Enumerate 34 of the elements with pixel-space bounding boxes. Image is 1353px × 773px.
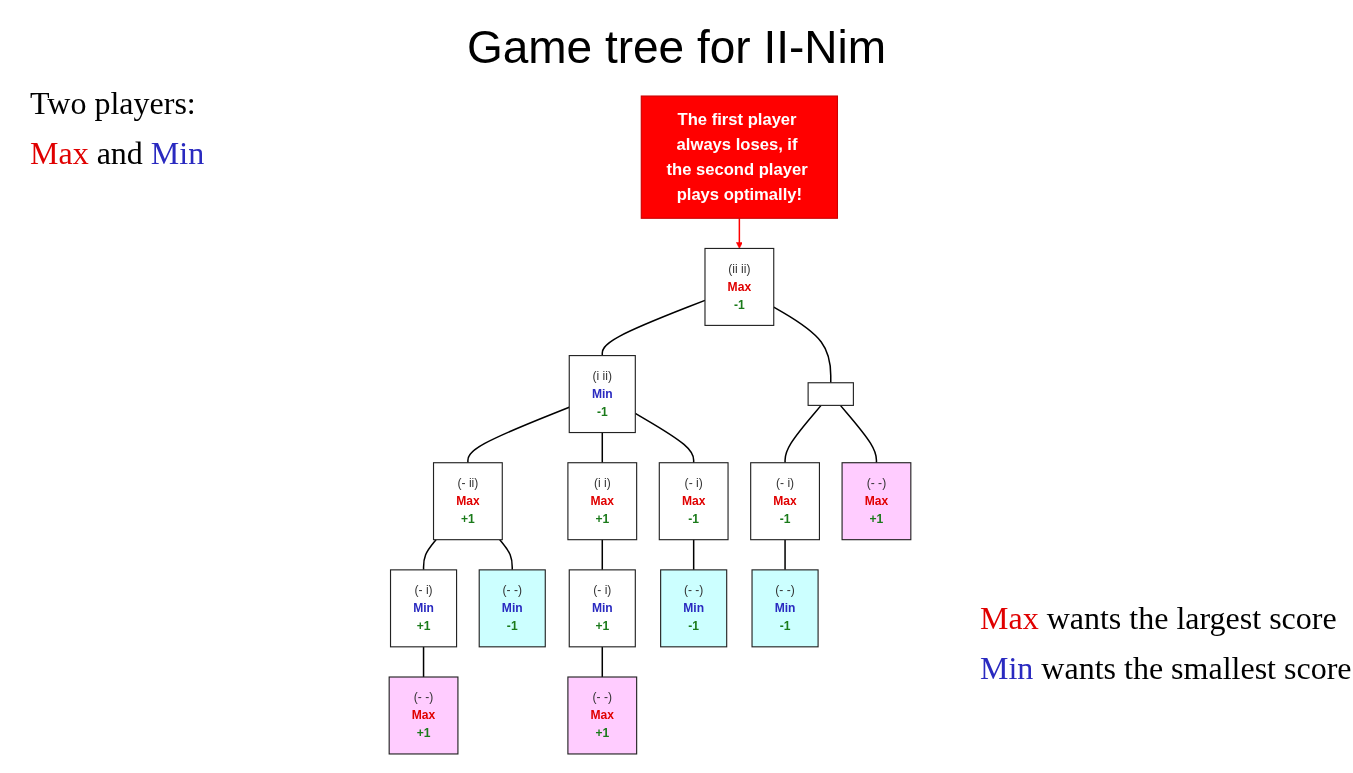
note-text: Min wants the smallest score xyxy=(980,650,1352,687)
connector xyxy=(499,538,513,571)
arrow xyxy=(736,217,743,249)
connector xyxy=(601,646,604,678)
node-box: (i i) Max +1 xyxy=(567,462,638,541)
node-box xyxy=(807,382,854,406)
node-box: (- ii) Max +1 xyxy=(432,462,503,541)
connector xyxy=(601,538,604,571)
node-box: (ii ii) Max -1 xyxy=(704,247,775,326)
connector xyxy=(784,538,786,571)
connector xyxy=(422,646,425,678)
node-box: (- -) Min -1 xyxy=(478,569,546,648)
connector xyxy=(601,431,604,464)
node-box: (- -) Min -1 xyxy=(660,569,728,648)
node-box: (- -) Min -1 xyxy=(751,569,819,648)
connector xyxy=(467,406,570,464)
connector xyxy=(784,404,822,464)
note-text: Max and Min xyxy=(30,135,205,172)
node-box: (i ii) Min -1 xyxy=(568,355,636,434)
title: Game tree for II-Nim xyxy=(465,20,888,74)
node-box: (- i) Min +1 xyxy=(389,569,458,648)
node-box: (- -) Max +1 xyxy=(841,462,912,541)
node-box: (- i) Max -1 xyxy=(658,462,729,541)
node-box: The first player always loses, if the second player plays optimally! xyxy=(640,95,838,219)
node-box: (- -) Max +1 xyxy=(388,676,459,755)
connector xyxy=(692,538,695,571)
connector xyxy=(773,306,832,384)
note-text: Max wants the largest score xyxy=(980,600,1337,637)
note-text: Two players: xyxy=(30,85,196,122)
node-box: (- i) Max -1 xyxy=(750,462,820,541)
node-box: (- -) Max +1 xyxy=(567,676,638,755)
connector xyxy=(422,538,437,571)
connector xyxy=(839,404,878,464)
node-box: (- i) Min +1 xyxy=(568,569,636,648)
